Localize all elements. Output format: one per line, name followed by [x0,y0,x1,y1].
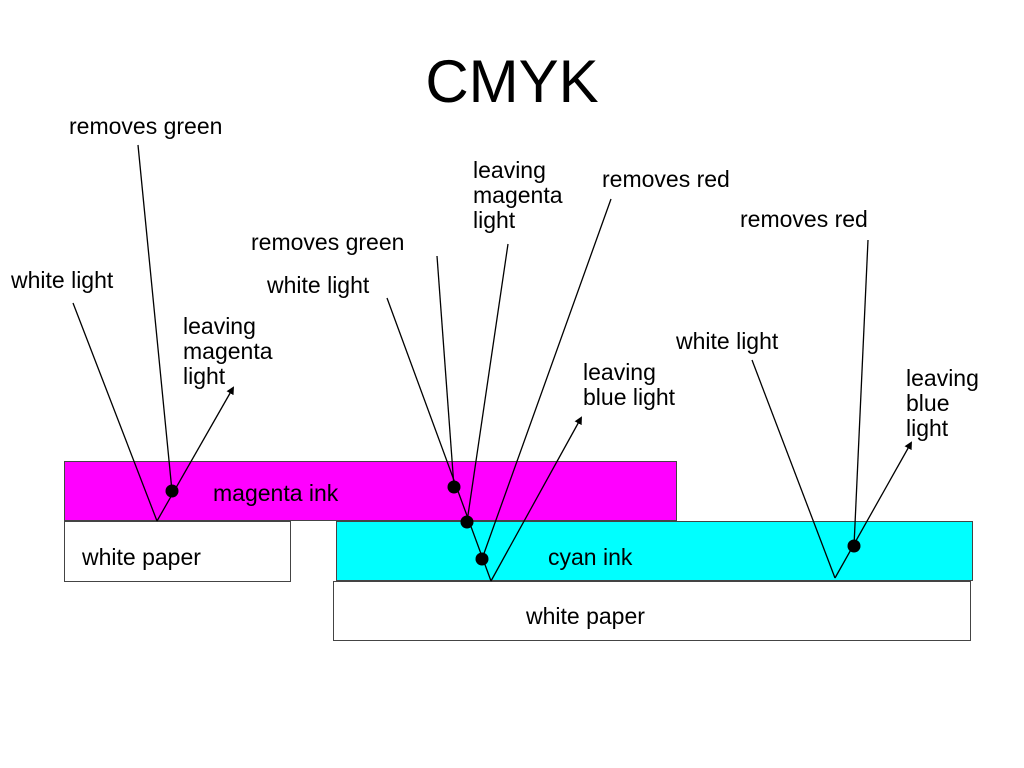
removes-red-label: removes red [602,166,730,192]
reflected-ray [834,441,912,579]
removes-green-label: removes green [69,113,223,139]
label-leader [481,198,612,560]
page-title: CMYK [425,48,599,115]
incoming-ray [386,297,492,582]
leaving-blue-light-label: leaving blue light [906,365,979,441]
leaving-magenta-light-label: leaving magenta light [183,313,273,389]
label-leader [853,239,869,547]
removes-green-label: removes green [251,229,405,255]
white-paper-right-layer: white paper [333,581,971,641]
removes-red-label: removes red [740,206,868,232]
reflection-point [475,552,489,566]
reflected-ray [490,416,582,582]
incoming-ray [751,359,836,579]
reflection-point [847,539,861,553]
incoming-ray [72,302,158,522]
white-light-label: white light [267,272,370,298]
label-leader [466,243,509,523]
reflected-ray [156,386,234,522]
reflection-point [165,484,179,498]
reflection-point [447,480,461,494]
white-light-label: white light [676,328,779,354]
cyan-ink-layer: cyan ink [336,521,973,581]
white-paper-right-label: white paper [526,603,645,629]
reflection-point [460,515,474,529]
white-paper-left-layer: white paper [64,521,291,582]
magenta-ink-layer: magenta ink [64,461,677,521]
white-light-label: white light [11,267,114,293]
label-leader [436,255,455,488]
leaving-magenta-light-label: leaving magenta light [473,157,563,233]
leaving-blue-light-label: leaving blue light [583,359,676,410]
white-paper-left-label: white paper [82,544,201,570]
cyan-ink-label: cyan ink [548,544,633,570]
label-leader [137,144,173,492]
magenta-ink-label: magenta ink [213,480,339,506]
